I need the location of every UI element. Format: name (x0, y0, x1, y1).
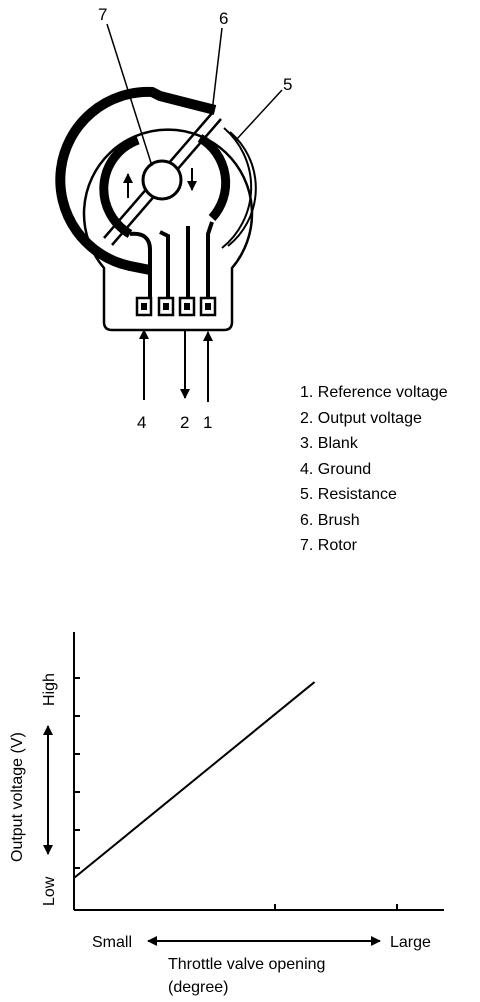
callout-line-resistance (235, 89, 283, 141)
resistance-element (221, 127, 253, 249)
throttle-sensor-diagram: 7 6 5 4 2 1 (55, 5, 292, 432)
y-high-label: High (41, 673, 58, 706)
sensor-housing (82, 128, 254, 332)
rotor-hub (141, 159, 183, 201)
right-inner-arc (197, 134, 231, 222)
legend-item: 4. Ground (300, 460, 372, 478)
terminal-block (135, 296, 217, 317)
left-inner-arc (99, 135, 140, 238)
callout-brush: 6 (219, 9, 228, 28)
y-ticks (74, 677, 80, 869)
legend-item: 2. Output voltage (300, 409, 422, 427)
legend-item: 7. Rotor (300, 537, 357, 554)
legend-item: 6. Brush (300, 511, 360, 529)
diagram-legend: 1. Reference voltage 2. Output voltage 3… (300, 380, 448, 559)
callout-resistance: 5 (283, 75, 292, 94)
series-line (73, 681, 316, 879)
x-small-label: Small (92, 934, 132, 951)
legend-item: 5. Resistance (300, 486, 397, 503)
y-axis-label: Output voltage (V) (9, 732, 26, 862)
y-low-label: Low (41, 876, 58, 906)
terminal-label-ground: 4 (137, 413, 146, 432)
callout-line-rotor (106, 23, 153, 167)
resistance-element-inner (227, 131, 257, 247)
x-axis-unit: (degree) (168, 979, 228, 996)
callout-rotor: 7 (98, 5, 107, 24)
x-axis-label: Throttle valve opening (168, 956, 325, 973)
x-large-label: Large (390, 934, 431, 951)
lead-trace-blank (159, 230, 170, 298)
resistor-track (55, 86, 217, 275)
callout-line-brush (211, 27, 223, 113)
legend-item: 3. Blank (300, 435, 358, 452)
x-ticks (274, 904, 398, 910)
lead-trace-reference (206, 221, 214, 298)
lead-trace-ground (129, 231, 152, 298)
terminal-label-output: 2 (180, 413, 189, 432)
output-voltage-chart: Output voltage (V) Low High Small Large … (9, 632, 444, 996)
legend-item: 1. Reference voltage (300, 384, 448, 401)
terminal-label-reference: 1 (203, 413, 212, 432)
